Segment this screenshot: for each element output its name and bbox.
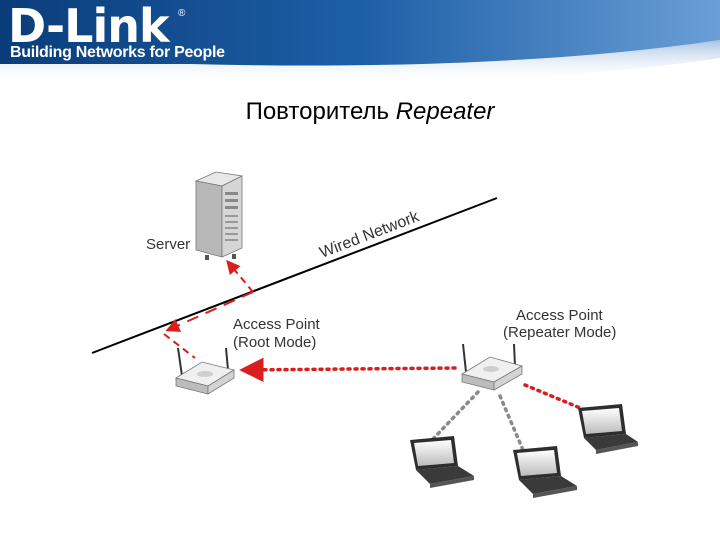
title-english: Repeater (395, 98, 495, 125)
title-russian: Повторитель (245, 98, 390, 125)
repeater-access-point-icon (460, 343, 524, 391)
laptop-icon-middle (513, 446, 577, 498)
server-icon (194, 171, 244, 260)
header-background (0, 0, 720, 84)
repeater-to-root-link (239, 357, 457, 383)
server-label: Server (146, 236, 191, 253)
repeater-ap-label-line2: (Repeater Mode) (503, 324, 617, 341)
logo-tagline: Building Networks for People (10, 44, 225, 61)
slide-title: Повторитель Repeater (0, 98, 720, 126)
laptop-icon-left (410, 436, 474, 488)
repeater-ap-label-line1: Access Point (516, 307, 603, 324)
root-access-point-icon (174, 347, 236, 395)
registered-mark: ® (178, 8, 186, 19)
header-band: D-Link ® Building Networks for People (0, 0, 720, 95)
laptop-right-link-red (523, 383, 587, 412)
root-ap-label-line2: (Root Mode) (233, 334, 317, 351)
laptop-left-link-gray (430, 390, 480, 442)
wired-network-label: Wired Network (317, 208, 422, 262)
laptop-middle-link-gray (498, 394, 525, 452)
laptop-icon-right (578, 404, 638, 454)
wired-network-line (91, 197, 498, 354)
dlink-logo: D-Link (8, 0, 170, 53)
root-ap-label-line1: Access Point (233, 316, 320, 333)
root-uplink-dashed (163, 259, 254, 359)
